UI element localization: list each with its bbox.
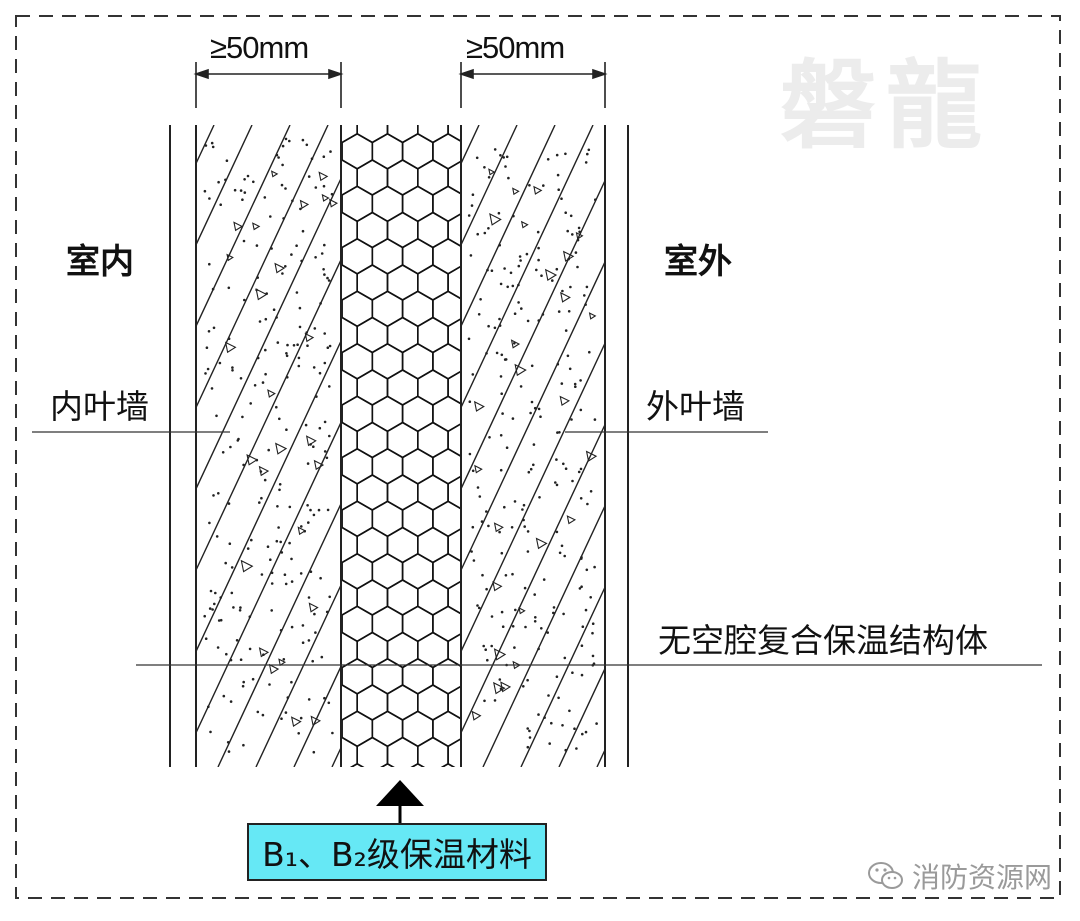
dimension-right xyxy=(458,62,608,108)
wechat-icon xyxy=(868,862,903,889)
label-outer-leaf-wall: 外叶墙 xyxy=(646,387,745,426)
watermark-logo: 磐龍 xyxy=(780,50,992,162)
label-indoor: 室内 xyxy=(66,242,134,282)
insulation-hexagon-pattern xyxy=(342,125,460,767)
insulation-material-callout: B₁、B₂级保温材料 xyxy=(247,823,547,881)
wall-boundary-lines xyxy=(169,125,629,767)
dimension-left xyxy=(193,62,344,108)
dashed-frame xyxy=(15,15,1061,899)
label-inner-leaf-wall: 内叶墙 xyxy=(50,387,149,426)
outer-leaf-wall-hatch xyxy=(460,125,605,767)
dimension-label-right: ≥50mm xyxy=(466,30,565,65)
dimension-label-left: ≥50mm xyxy=(210,30,309,65)
source-watermark: 消防资源网 xyxy=(866,856,1052,896)
inner-leaf-wall-hatch xyxy=(196,125,341,767)
insulation-pointer-arrow xyxy=(376,780,424,824)
source-name: 消防资源网 xyxy=(912,861,1053,894)
label-outdoor: 室外 xyxy=(664,242,732,282)
label-composite-structure: 无空腔复合保温结构体 xyxy=(658,621,988,660)
insulation-material-label: B₁、B₂级保温材料 xyxy=(262,835,532,874)
